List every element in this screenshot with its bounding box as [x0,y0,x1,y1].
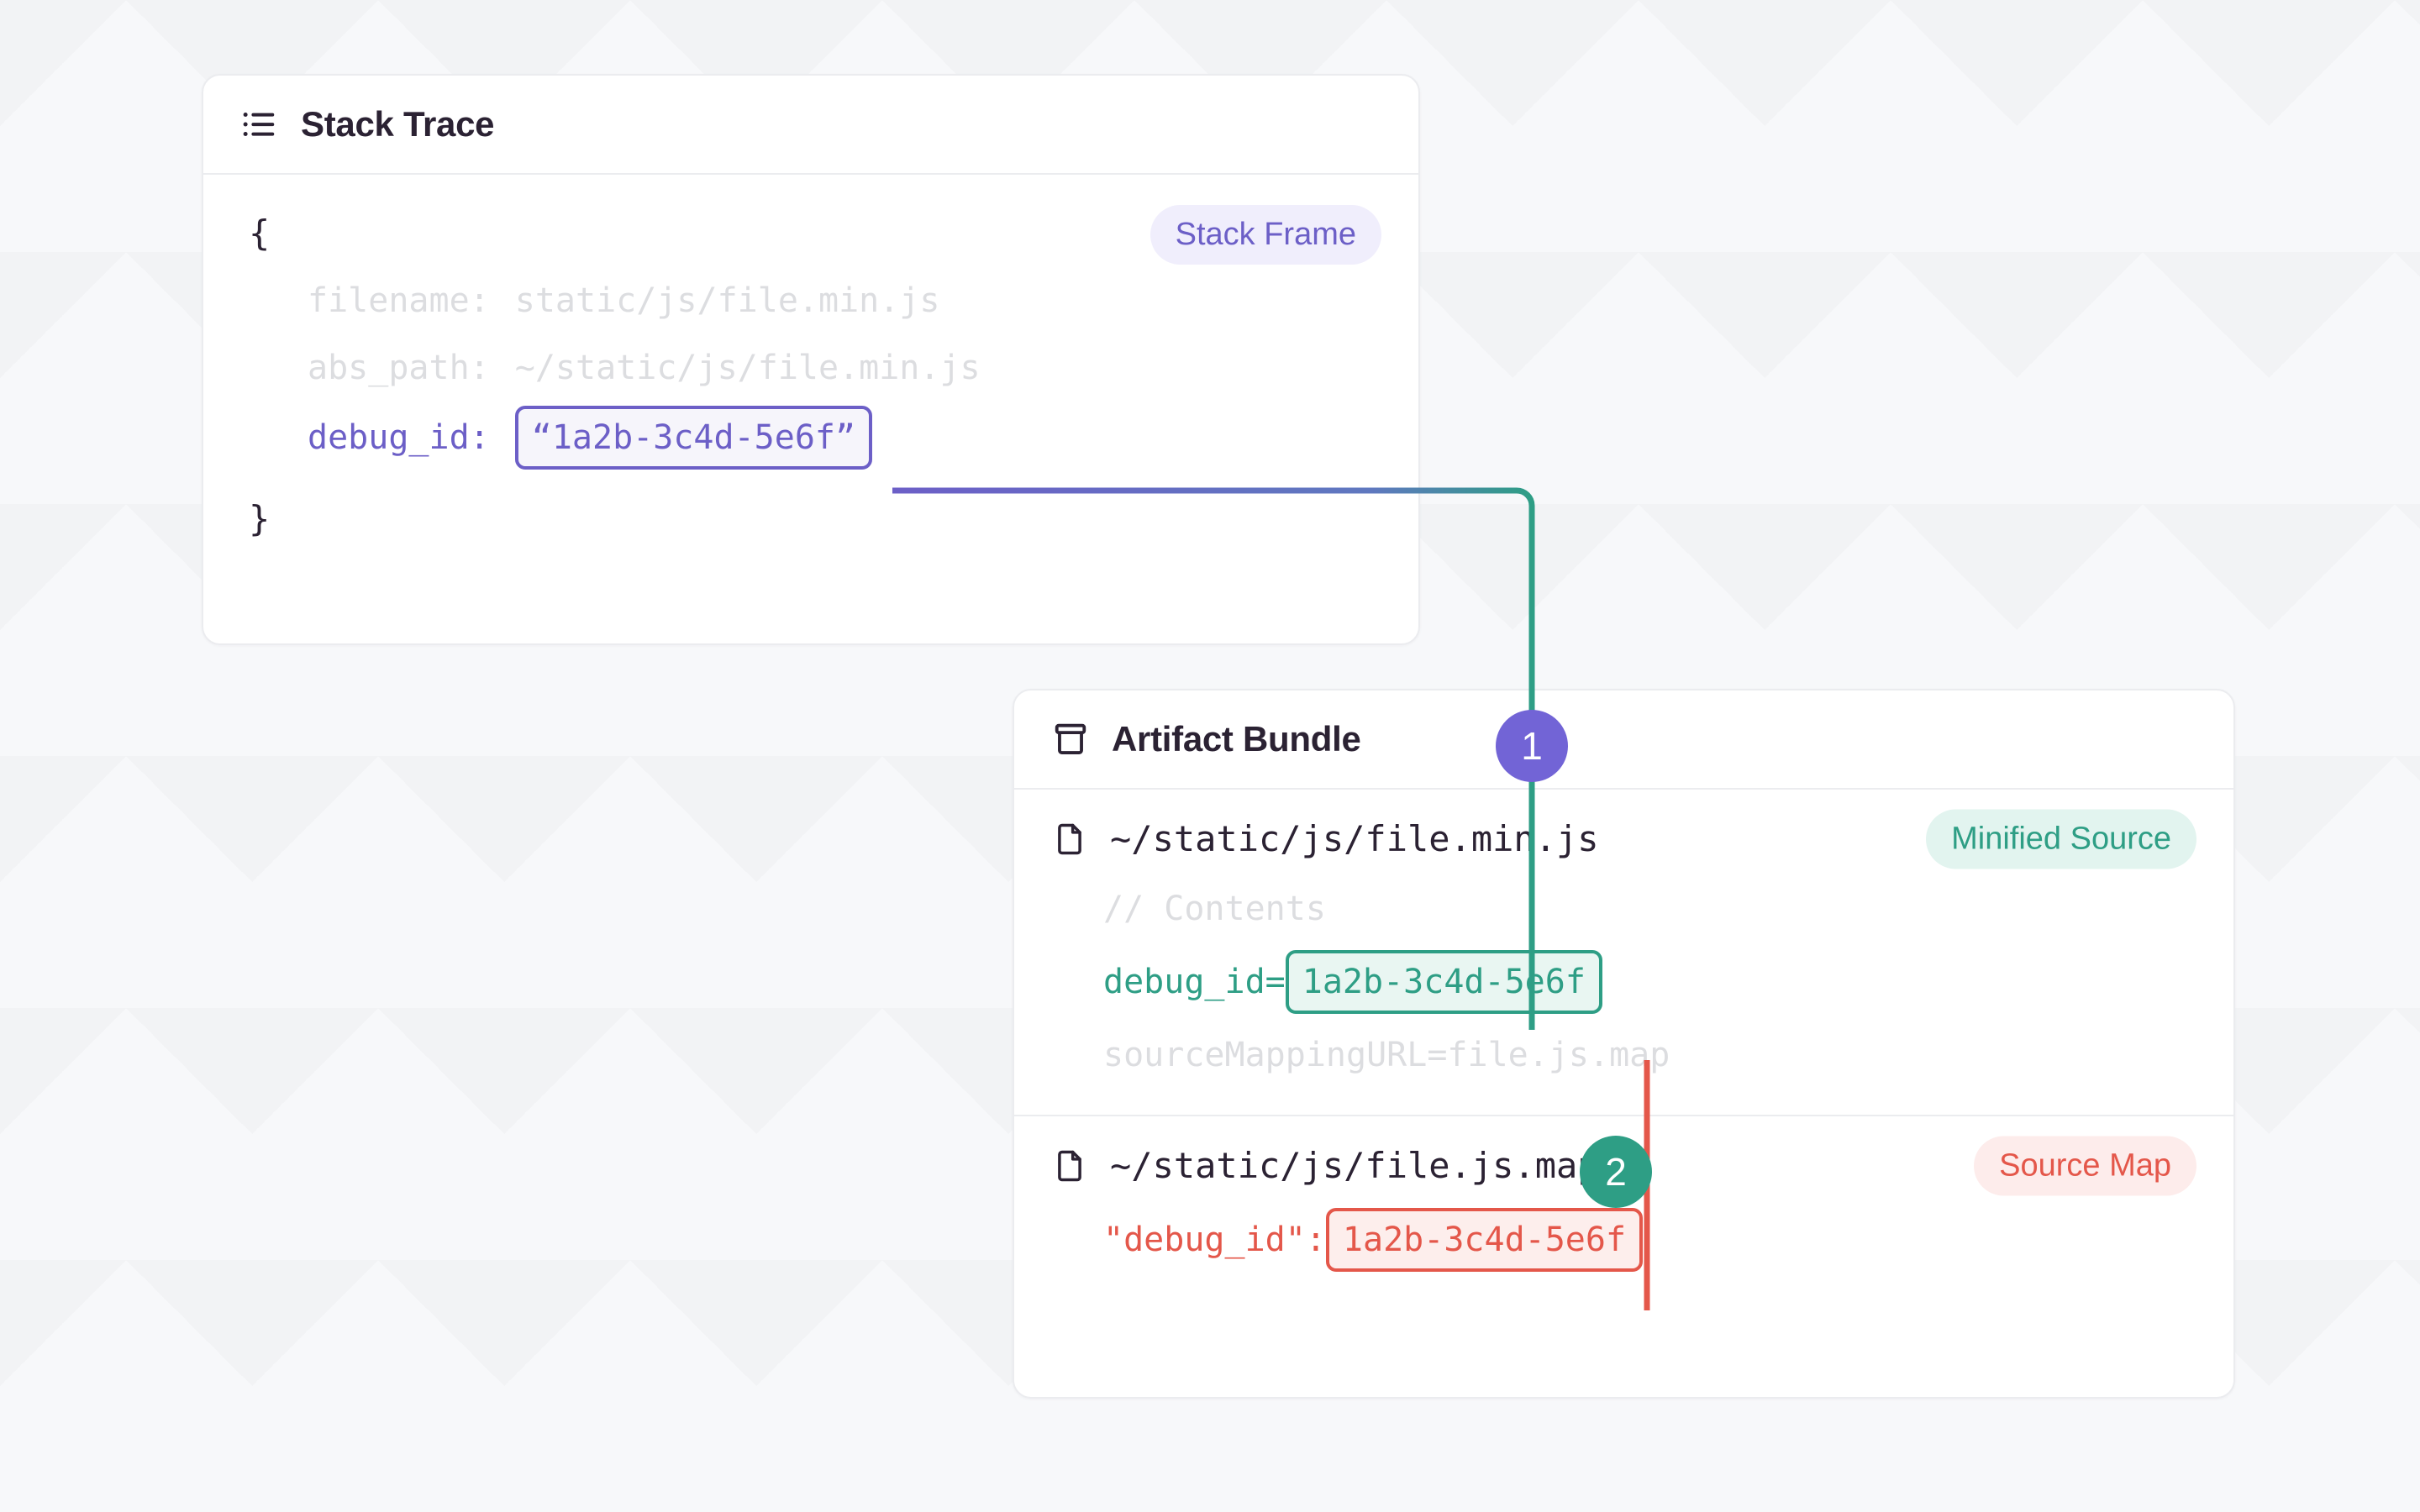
source-map-section: ~/static/js/file.js.map Source Map "debu… [1014,1116,2233,1304]
list-icon [240,105,279,144]
artifact-bundle-card: Artifact Bundle ~/static/js/file.min.js … [1013,689,2235,1399]
source-map-contents: "debug_id": 1a2b-3c4d-5e6f [1051,1201,2196,1278]
source-mapping-url-line: sourceMappingURL= file.js.map [1103,1021,2196,1089]
source-map-path: ~/static/js/file.js.map [1110,1145,1599,1186]
field-abs-path: abs_path: ~/static/js/file.min.js [240,334,1381,402]
connector-number-badge-1: 1 [1496,710,1568,782]
field-filename: filename: static/js/file.min.js [240,267,1381,334]
source-map-debug-id-line: "debug_id": 1a2b-3c4d-5e6f [1103,1201,2196,1278]
open-brace: { [249,213,271,254]
source-map-debug-id-chip[interactable]: 1a2b-3c4d-5e6f [1325,1208,1644,1272]
package-icon [1051,720,1090,759]
close-brace: } [249,498,271,539]
field-filename-key: filename: [308,281,490,320]
source-map-row[interactable]: ~/static/js/file.js.map Source Map [1051,1136,2196,1195]
field-debug-id: debug_id: “1a2b-3c4d-5e6f” [240,402,1381,474]
field-abs-path-key: abs_path: [308,349,490,387]
field-abs-path-value: ~/static/js/file.min.js [514,349,981,387]
artifact-bundle-header: Artifact Bundle [1014,690,2233,790]
stack-trace-card: Stack Trace Stack Frame { filename: stat… [202,74,1420,645]
stack-trace-header: Stack Trace [203,76,1418,175]
minified-debug-id-key: debug_id= [1103,963,1286,1001]
stack-trace-title: Stack Trace [301,104,495,144]
minified-source-row[interactable]: ~/static/js/file.min.js Minified Source [1051,809,2196,869]
source-mapping-url-key: sourceMappingURL= [1103,1036,1448,1074]
status-badge-source-map: Source Map [1974,1136,2196,1195]
source-mapping-url-value: file.js.map [1447,1036,1670,1074]
minified-source-path: ~/static/js/file.min.js [1110,818,1599,859]
file-icon [1051,1147,1088,1184]
minified-source-section: ~/static/js/file.min.js Minified Source … [1014,790,2233,1115]
contents-comment: // Contents [1103,890,1326,928]
source-map-debug-id-key: "debug_id": [1103,1221,1326,1259]
connector-number-badge-2: 2 [1580,1136,1652,1208]
stack-frame-debug-id-chip[interactable]: “1a2b-3c4d-5e6f” [514,406,873,470]
field-filename-value: static/js/file.min.js [514,281,940,320]
file-icon [1051,821,1088,858]
minified-source-debug-id-chip[interactable]: 1a2b-3c4d-5e6f [1285,950,1602,1014]
minified-debug-id-line: debug_id= 1a2b-3c4d-5e6f [1103,943,2196,1021]
status-badge-stack-frame: Stack Frame [1150,205,1381,265]
field-debug-id-key: debug_id: [308,418,490,457]
section-divider [1014,1115,2233,1116]
artifact-bundle-title: Artifact Bundle [1112,719,1361,759]
stack-trace-body: Stack Frame { filename: static/js/file.m… [203,175,1418,586]
status-badge-minified-source: Minified Source [1926,809,2196,869]
minified-source-contents: // Contents debug_id= 1a2b-3c4d-5e6f sou… [1051,874,2196,1089]
